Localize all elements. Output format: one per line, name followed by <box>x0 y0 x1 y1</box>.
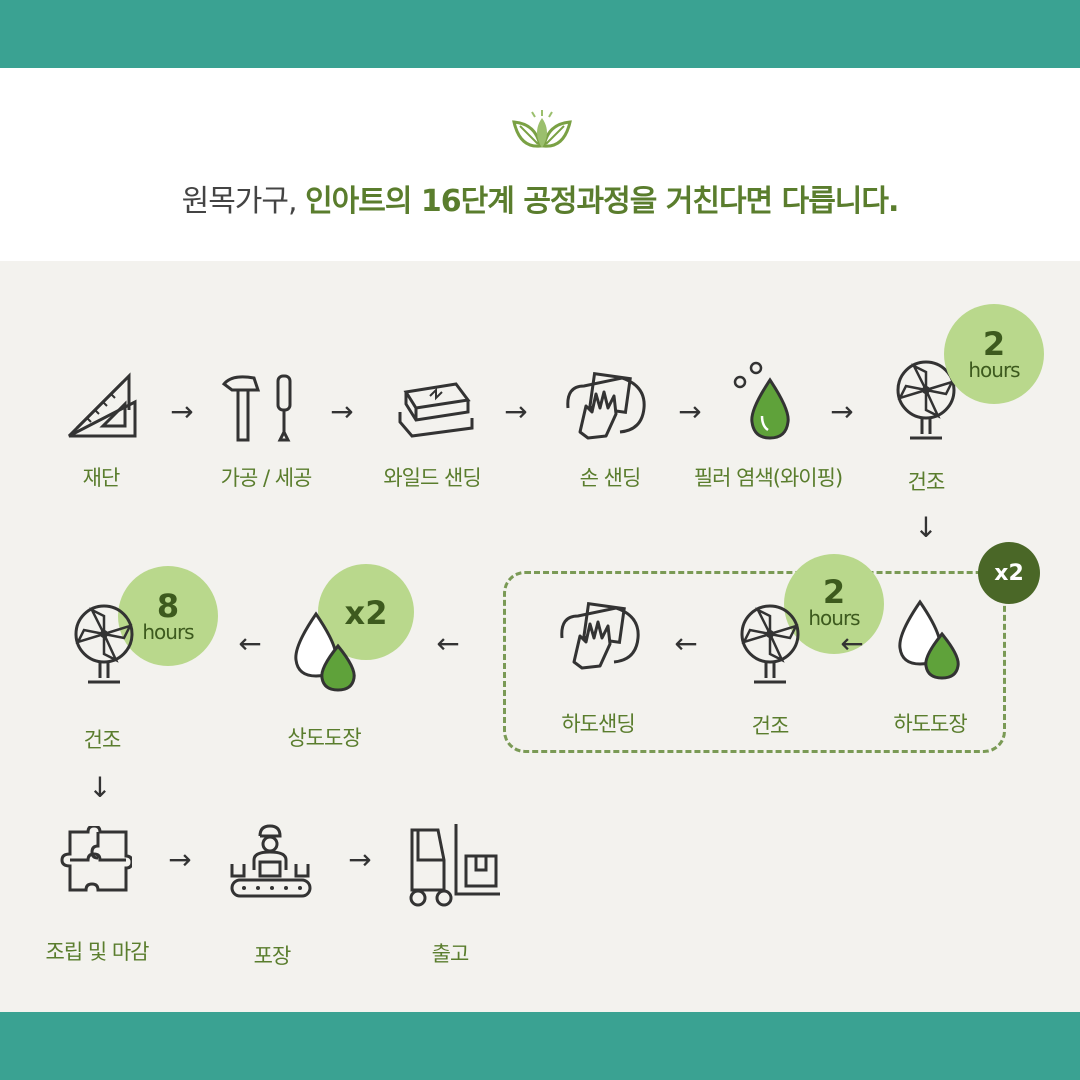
ruler-triangle-icon <box>67 372 137 438</box>
forklift-icon <box>409 824 500 907</box>
step-label-machining: 가공 / 세공 <box>220 466 313 490</box>
top-band <box>0 0 1080 68</box>
paint-drops-icon <box>898 599 960 680</box>
step-label-assembly: 조립 및 마감 <box>45 940 150 964</box>
packing-worker-icon <box>230 824 312 898</box>
badge-unit: hours <box>808 606 860 630</box>
step-label-shipping: 출고 <box>431 942 470 966</box>
flow-arrow: → <box>348 843 372 876</box>
flow-arrow: → <box>330 395 354 428</box>
badge-number: 8 <box>156 587 180 625</box>
badge-repeat-count: x2 <box>344 594 388 632</box>
step-label-base-coat: 하도도장 <box>893 712 967 736</box>
flow-arrow: ← <box>238 627 262 660</box>
headline-accent: 인아트의 16단계 공정과정을 거친다면 다릅니다. <box>305 184 899 219</box>
hand-sanding-icon <box>566 372 646 440</box>
badge-number: 2 <box>982 325 1006 363</box>
sanding-block-icon <box>398 382 474 438</box>
fan-icon <box>896 360 956 440</box>
step-label-drying-2: 건조 <box>751 714 790 738</box>
flow-arrow: ← <box>674 627 698 660</box>
step-label-wild-sanding: 와일드 샌딩 <box>383 466 481 490</box>
header: 원목가구, 인아트의 16단계 공정과정을 거친다면 다릅니다. <box>0 68 1080 261</box>
step-label-top-coat: 상도도장 <box>287 726 361 750</box>
flow-arrow: → <box>168 843 192 876</box>
badge-number: 2 <box>822 573 846 611</box>
badge-unit: hours <box>968 358 1020 382</box>
step-label-drying-3: 건조 <box>83 728 122 752</box>
headline-prefix: 원목가구, <box>181 184 298 219</box>
paint-drops-icon <box>294 611 356 692</box>
hammer-screwdriver-icon <box>221 374 292 442</box>
step-label-drying-1: 건조 <box>907 470 946 494</box>
step-label-base-sanding: 하도샌딩 <box>561 712 635 736</box>
flow-arrow: → <box>678 395 702 428</box>
stain-drop-icon <box>733 361 790 440</box>
fan-icon <box>74 604 134 684</box>
flow-arrow: ← <box>436 627 460 660</box>
puzzle-icon <box>60 826 132 892</box>
bottom-band <box>0 1012 1080 1080</box>
repeat-badge: x2 <box>318 564 414 660</box>
drying-time-badge: 2 hours <box>944 304 1044 404</box>
headline: 원목가구, 인아트의 16단계 공정과정을 거친다면 다릅니다. <box>0 176 1080 220</box>
flow-arrow: ← <box>840 627 864 660</box>
drying-time-badge: 2 hours <box>784 554 884 654</box>
flow-arrow-down: ↓ <box>88 771 112 804</box>
leaf-logo-icon <box>512 110 572 148</box>
step-label-hand-sanding: 손 샌딩 <box>579 466 642 490</box>
step-label-packing: 포장 <box>253 944 292 968</box>
flow-arrow: → <box>504 395 528 428</box>
flow-arrow-down: ↓ <box>914 511 938 544</box>
drying-time-badge: 8 hours <box>118 566 218 666</box>
fan-icon <box>740 604 800 684</box>
flow-arrow: → <box>170 395 194 428</box>
hand-sanding-icon <box>560 602 640 670</box>
step-label-filler-stain: 필러 염색(와이핑) <box>693 466 843 490</box>
step-label-cutting: 재단 <box>82 466 121 490</box>
flow-arrow: → <box>830 395 854 428</box>
badge-unit: hours <box>142 620 194 644</box>
repeat-count-badge: x2 <box>978 542 1040 604</box>
repeat-loop-box <box>503 571 1006 753</box>
